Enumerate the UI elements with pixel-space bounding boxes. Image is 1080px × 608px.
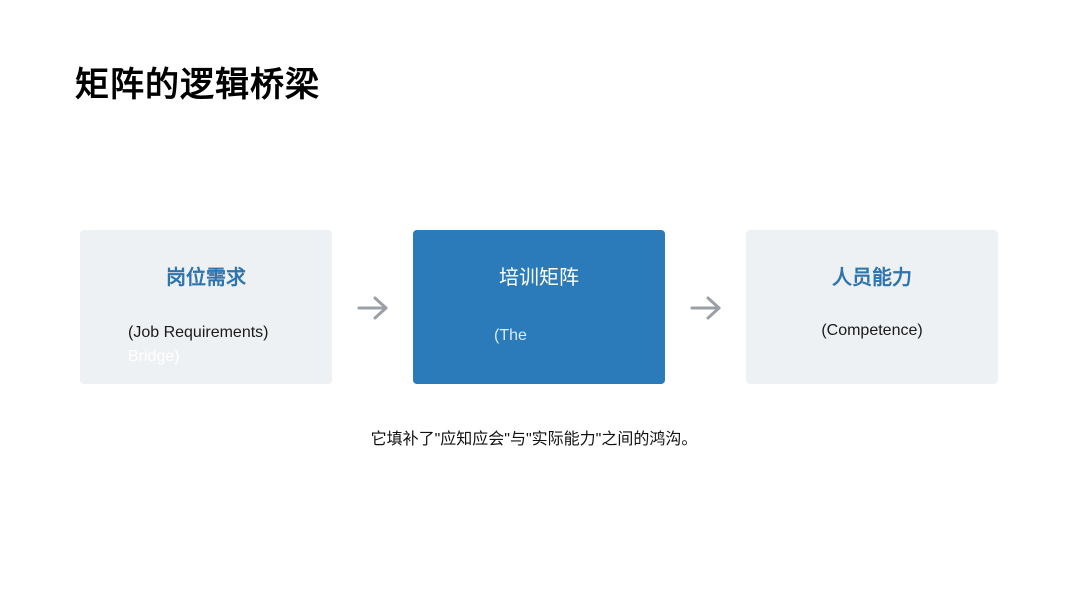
box-heading: 岗位需求 bbox=[166, 267, 246, 289]
arrow-right-icon bbox=[357, 295, 389, 321]
box-heading: 培训矩阵 bbox=[499, 267, 579, 289]
training-matrix-box: 培训矩阵 (The bbox=[413, 230, 665, 384]
box-heading: 人员能力 bbox=[832, 267, 912, 289]
competence-box: 人员能力 (Competence) bbox=[746, 230, 998, 384]
caption: 它填补了"应知应会"与"实际能力"之间的鸿沟。 bbox=[370, 431, 698, 448]
job-requirements-box: 岗位需求 (Job Requirements) Bridge) bbox=[80, 230, 332, 384]
slide-title: 矩阵的逻辑桥梁 bbox=[75, 66, 320, 104]
box-subtitle: (Job Requirements) bbox=[128, 324, 269, 341]
box-subtitle: (The bbox=[494, 327, 527, 344]
overflow-text: Bridge) bbox=[128, 348, 180, 365]
arrow-right-icon bbox=[690, 295, 722, 321]
box-subtitle: (Competence) bbox=[821, 322, 923, 339]
